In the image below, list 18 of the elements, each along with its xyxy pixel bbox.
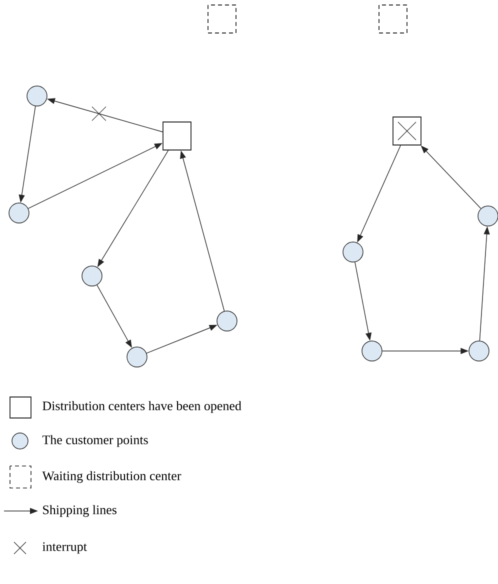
customer-circle [82, 266, 102, 286]
customer-circle [8, 202, 30, 224]
waiting-center-box [378, 4, 408, 34]
customer-circle [342, 242, 364, 262]
customer-circle [216, 310, 238, 332]
legend-label: interrupt [42, 542, 87, 554]
customer-circle [468, 340, 490, 362]
closed-center-box [392, 116, 422, 146]
customer-circle [26, 86, 48, 106]
waiting-center-box [208, 4, 236, 34]
customer-circle [362, 340, 382, 362]
legend-label: The customer points [42, 435, 148, 447]
legend-label: Distribution centers have been opened [42, 401, 242, 413]
customer-circle [126, 346, 148, 368]
customer-circle [478, 206, 498, 226]
distribution-center-box [162, 122, 192, 150]
legend-label: Shipping lines [43, 505, 116, 517]
legend-label: Waiting distribution center [42, 471, 182, 483]
